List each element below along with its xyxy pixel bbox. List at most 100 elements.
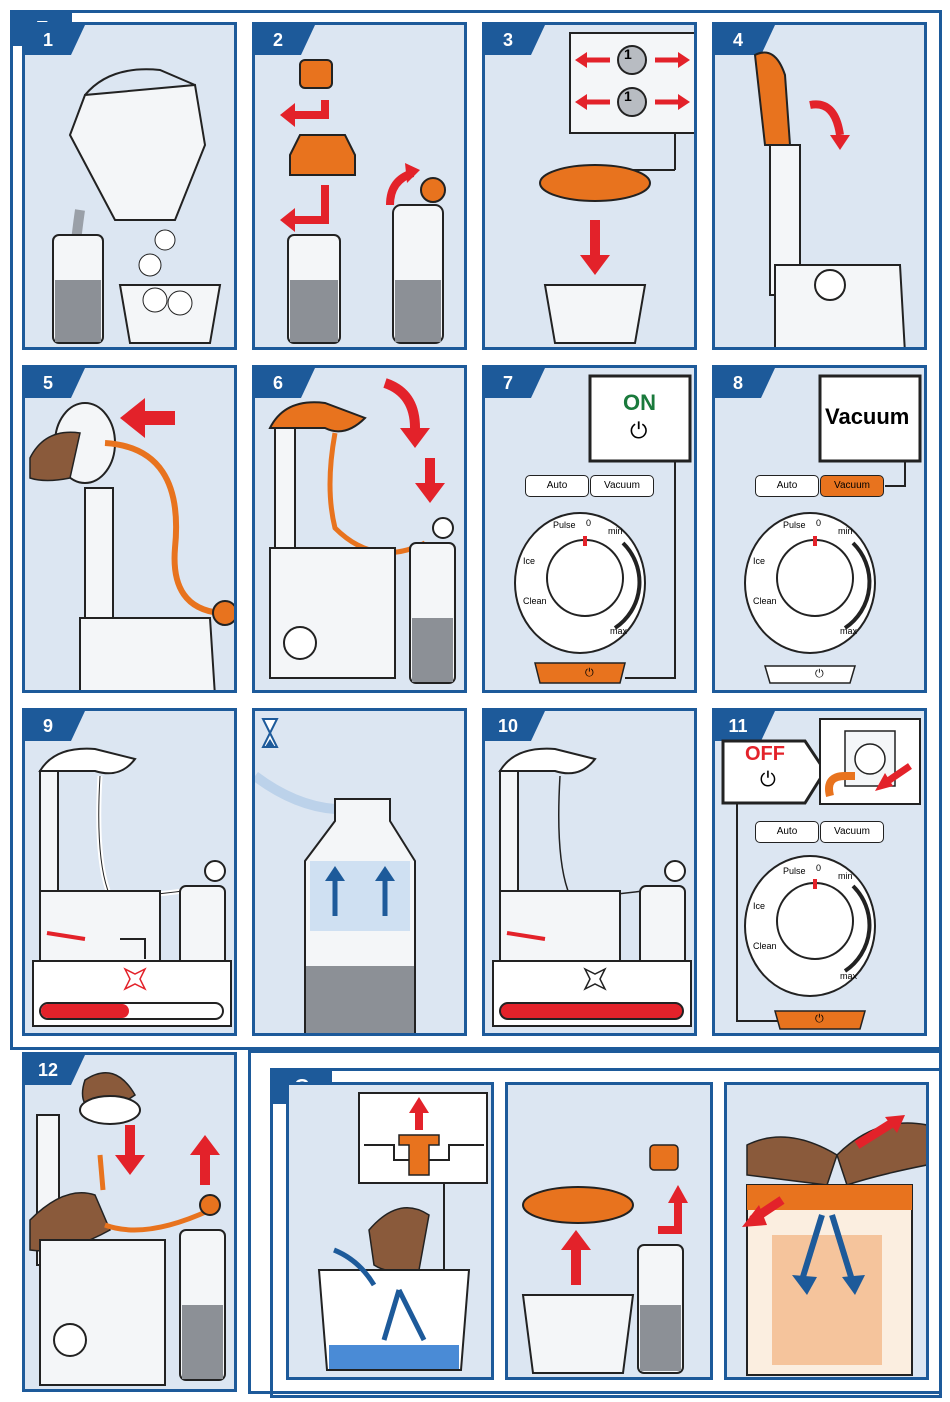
vacuum-complete-illustration — [492, 747, 692, 1027]
step-number: 9 — [25, 711, 85, 741]
arrow-icon — [742, 1205, 767, 1227]
auto-button[interactable]: Auto — [755, 475, 819, 497]
section-f-frame — [10, 10, 942, 1050]
vacuum-button-active[interactable]: Vacuum — [820, 475, 884, 497]
dial-zero-label: 0 — [816, 863, 822, 873]
on-label: ON — [623, 390, 656, 415]
bowl-icon — [521, 1294, 635, 1374]
speed-mark-upper: 1 — [624, 46, 632, 62]
vacuum-big-label: Vacuum — [825, 404, 910, 429]
off-label: OFF — [745, 743, 785, 765]
power-button-icon[interactable]: ⏻ — [815, 1013, 824, 1025]
step-1-panel: 1 — [22, 22, 237, 350]
step-number: 4 — [715, 25, 775, 55]
vacuum-button[interactable]: Vacuum — [590, 475, 654, 497]
step-8-panel: 8 Vacuum Auto Vacuum Pulse 0 min max Ice… — [712, 365, 927, 693]
step-11-panel: 11 OFF ⏻ Auto Vacuum Pulse 0 min max Ice… — [712, 708, 927, 1036]
dial-zero-label: 0 — [586, 518, 592, 528]
g-step-3-panel — [724, 1082, 929, 1380]
control-panel-on — [514, 374, 692, 684]
dial-clean-label: Clean — [753, 596, 777, 606]
lid-icon — [289, 134, 356, 176]
arrow-icon — [885, 1115, 905, 1133]
step-number: 12 — [25, 1055, 85, 1085]
hose-icon — [104, 1207, 212, 1233]
step-number: 3 — [485, 25, 545, 55]
hourglass-icon — [261, 718, 279, 748]
dial-max-label: max — [610, 626, 628, 636]
valve-icon — [649, 1144, 679, 1171]
power-icon: ⏻ — [760, 769, 776, 791]
jug-icon — [68, 68, 207, 221]
power-button-icon[interactable]: ⏻ — [585, 667, 594, 679]
step-number: 1 — [25, 25, 85, 55]
dial-ice-label: Ice — [523, 556, 536, 566]
lid-illustration — [280, 59, 446, 344]
step-number: 10 — [485, 711, 545, 741]
hand-icon — [746, 1136, 838, 1186]
pour-illustration — [52, 68, 222, 344]
dial-min-label: min — [838, 526, 853, 536]
power-button — [774, 1010, 866, 1030]
step-2-panel: 2 — [252, 22, 467, 350]
vacuum-lid-illustration — [539, 32, 694, 344]
blender-base-icon — [774, 264, 906, 347]
vacuum-icon — [123, 967, 147, 991]
progress-bar — [499, 1002, 684, 1020]
plug-icon — [825, 772, 855, 797]
vacuum-button[interactable]: Vacuum — [820, 821, 884, 843]
arrow-icon — [325, 866, 345, 881]
g-step-2-panel — [505, 1082, 713, 1380]
dial-pulse-label: Pulse — [783, 866, 806, 876]
bowl-icon — [543, 284, 647, 344]
auto-button[interactable]: Auto — [525, 475, 589, 497]
pump-icon — [753, 51, 792, 146]
blender-base-icon — [269, 547, 396, 679]
arrow-icon — [415, 483, 445, 503]
valve-icon — [299, 59, 333, 89]
step-number: 6 — [255, 368, 315, 398]
dial-max-label: max — [840, 971, 858, 981]
lid-remove-illustration — [521, 1144, 688, 1374]
lid-icon — [522, 1186, 634, 1224]
vacuum-icon — [583, 967, 607, 991]
hand-icon — [29, 431, 81, 482]
hose-icon — [104, 440, 221, 616]
step-12-panel: 12 — [22, 1052, 237, 1392]
arrow-icon — [190, 1135, 220, 1155]
arrow-icon — [375, 866, 395, 881]
step-7-panel: 7 ON ⏻ Auto Vacuum Pulse 0 min max Ice C… — [482, 365, 697, 693]
step-6-panel: 6 — [252, 365, 467, 693]
bowl-icon — [118, 229, 222, 344]
step-number: 8 — [715, 368, 775, 398]
pump-connect-illustration — [268, 378, 456, 684]
valve-icon — [398, 1134, 440, 1176]
valve-release-illustration — [317, 1092, 488, 1371]
pump-lift-illustration — [753, 51, 906, 347]
control-panel-off — [721, 718, 921, 1030]
hand-icon — [368, 1207, 430, 1273]
bottle-vacuum-illustration — [255, 718, 416, 1033]
hose-connect-illustration — [29, 398, 234, 690]
step-4-panel: 4 — [712, 22, 927, 350]
arrow-icon — [580, 255, 610, 275]
vacuum-progress-illustration — [32, 747, 232, 1027]
arrow-icon — [290, 100, 329, 119]
arrow-icon — [120, 398, 145, 438]
hose-icon — [327, 432, 427, 556]
dial-zero-label: 0 — [816, 518, 822, 528]
g-step-1-panel — [286, 1082, 494, 1380]
wait-panel — [252, 708, 467, 1036]
pump-icon — [268, 401, 367, 433]
arrow-icon — [290, 185, 329, 224]
dial-clean-label: Clean — [523, 596, 547, 606]
power-button-icon[interactable]: ⏻ — [815, 668, 824, 680]
dial-clean-label: Clean — [753, 941, 777, 951]
disconnect-illustration — [29, 1072, 226, 1386]
step-number: 7 — [485, 368, 545, 398]
arrow-icon — [668, 1185, 688, 1203]
arrow-icon — [400, 428, 430, 448]
auto-button[interactable]: Auto — [755, 821, 819, 843]
step-number: 11 — [715, 711, 775, 741]
bag-open-illustration — [742, 1115, 926, 1376]
